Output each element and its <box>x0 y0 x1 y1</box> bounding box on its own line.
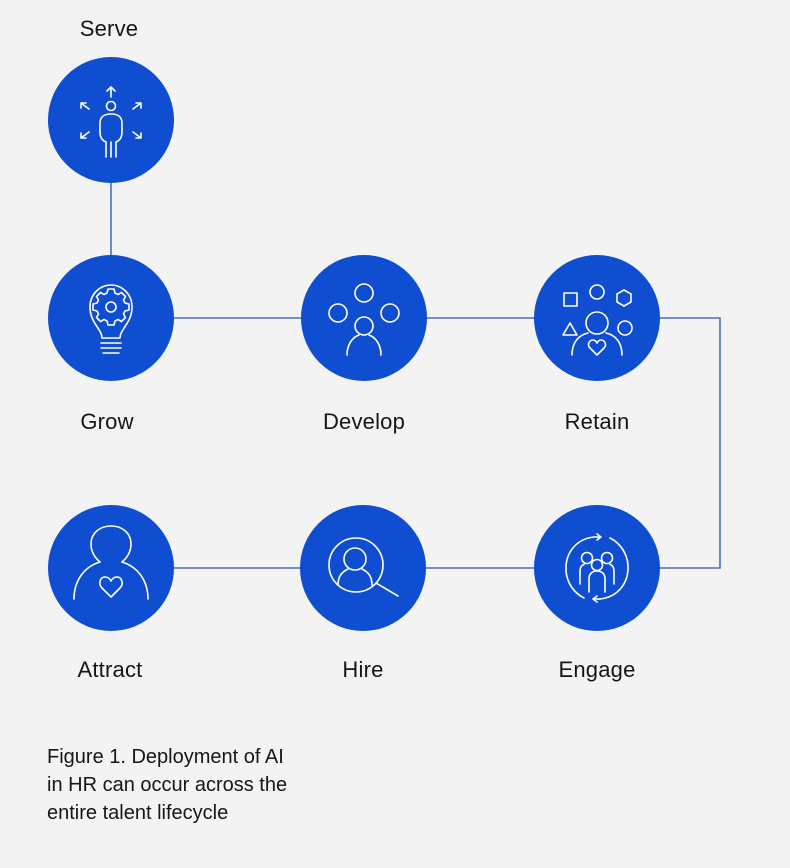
stage-node-hire <box>300 505 426 631</box>
stage-node-serve <box>48 57 174 183</box>
stage-node-develop <box>301 255 427 381</box>
stage-node-attract <box>48 505 174 631</box>
caption-line: Figure 1. Deployment of AI <box>47 746 284 768</box>
stage-label-hire: Hire <box>342 657 384 682</box>
stage-label-retain: Retain <box>564 409 630 434</box>
person-radiating-arrows-icon <box>80 86 142 158</box>
connector-retain-engage <box>660 317 721 569</box>
group-cycle-icon <box>565 533 629 603</box>
stage-label-develop: Develop <box>322 409 406 434</box>
person-magnifier-icon <box>328 537 399 597</box>
lightbulb-gear-icon <box>89 284 133 354</box>
stage-node-grow <box>48 255 174 381</box>
caption-line: in HR can occur across the <box>47 774 288 796</box>
figure-caption: Figure 1. Deployment of AI in HR can occ… <box>47 743 337 827</box>
stage-label-engage: Engage <box>558 657 636 682</box>
stage-node-engage <box>534 505 660 631</box>
stage-label-attract: Attract <box>77 657 143 682</box>
person-shapes-heart-icon <box>562 284 633 356</box>
stage-node-retain <box>534 255 660 381</box>
person-with-circles-icon <box>328 283 400 356</box>
stage-label-serve: Serve <box>79 16 139 41</box>
person-heart-icon <box>73 525 149 600</box>
caption-line: entire talent lifecycle <box>47 802 229 824</box>
stage-label-grow: Grow <box>80 409 134 434</box>
